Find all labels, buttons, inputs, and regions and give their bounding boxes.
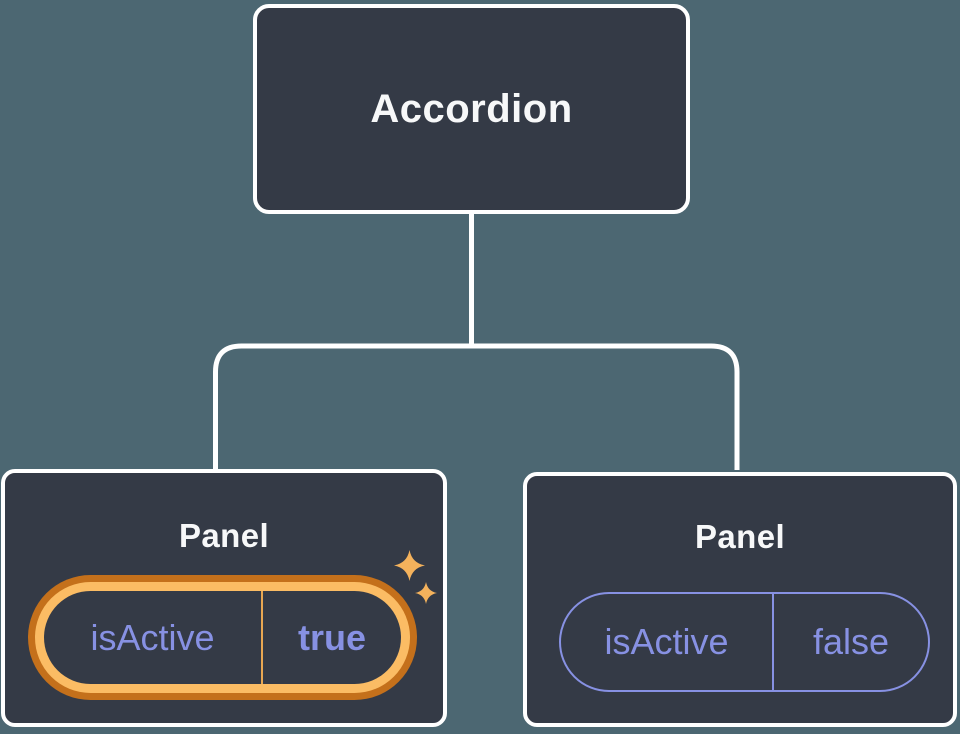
node-panel-active: Panel isActive true — [1, 469, 447, 727]
state-key-label: isActive — [604, 621, 729, 662]
node-accordion: Accordion — [253, 4, 690, 214]
panel-title: Panel — [178, 517, 270, 554]
state-pill: isActive false — [559, 592, 930, 692]
node-accordion-label: Accordion — [370, 86, 573, 131]
panel-title: Panel — [694, 518, 786, 555]
state-pill-highlighted: isActive true — [28, 575, 417, 700]
state-pill-divider — [261, 591, 263, 684]
state-pill-highlight-ring: isActive true — [35, 582, 410, 693]
node-panel-inactive: Panel isActive false — [523, 472, 957, 727]
state-value-label: true — [297, 616, 366, 658]
state-pill-body: isActive true — [44, 591, 401, 684]
state-value-label: false — [812, 621, 890, 662]
state-pill-divider — [772, 594, 774, 690]
state-key-label: isActive — [90, 616, 215, 658]
